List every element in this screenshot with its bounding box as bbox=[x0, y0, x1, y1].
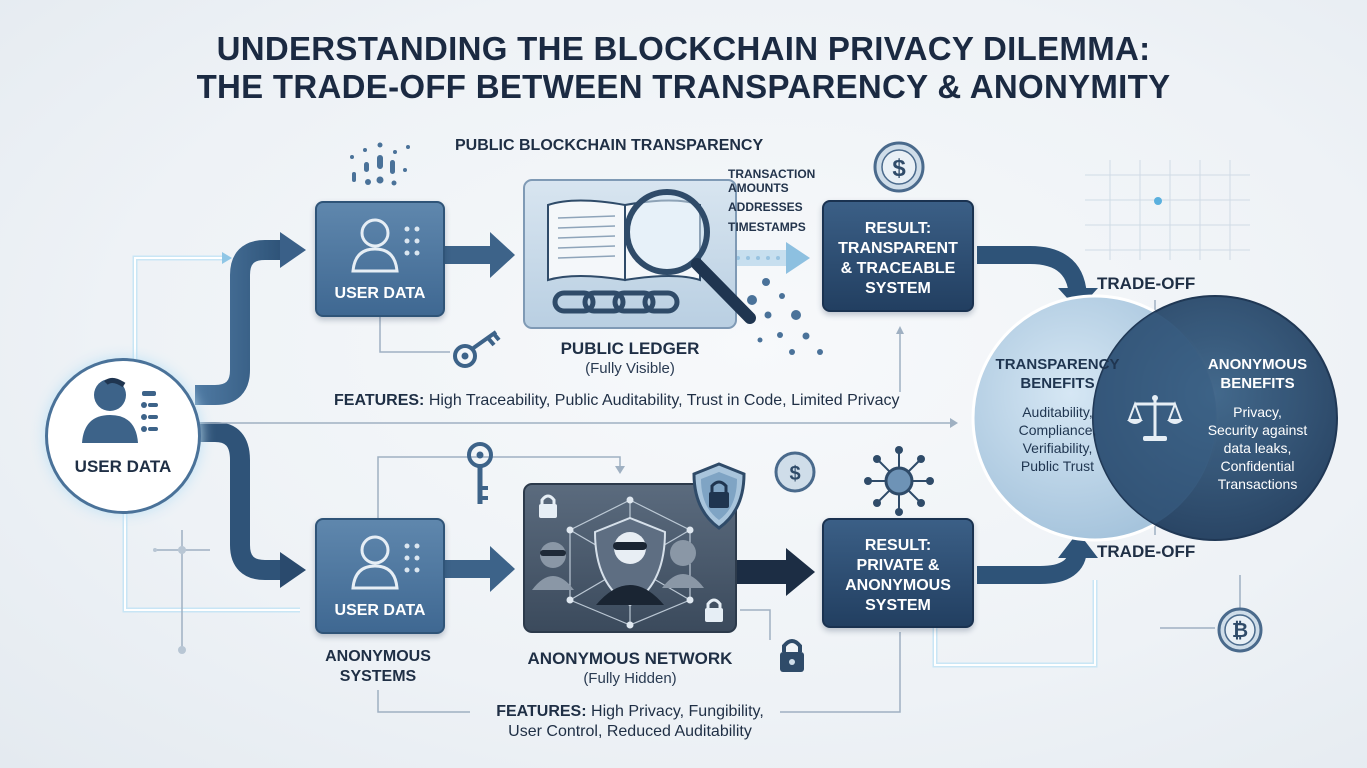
top-result-line-3: & TRACEABLE bbox=[840, 260, 956, 277]
page-title: UNDERSTANDING THE BLOCKCHAIN PRIVACY DIL… bbox=[0, 30, 1367, 106]
bottom-result-box: RESULT: PRIVATE & ANONYMOUS SYSTEM bbox=[822, 518, 974, 628]
tradeoff-venn bbox=[971, 294, 1338, 542]
public-ledger-subtitle: (Fully Visible) bbox=[585, 360, 675, 377]
top-result-line-1: RESULT: bbox=[864, 220, 932, 237]
svg-text:$: $ bbox=[789, 463, 800, 485]
anonymous-benefit-item: Transactions bbox=[1217, 476, 1298, 492]
svg-text:$: $ bbox=[892, 155, 906, 182]
user-data-source: USER DATA bbox=[45, 358, 201, 514]
tradeoff-label-top: TRADE-OFF bbox=[1097, 274, 1196, 293]
top-result-line-4: SYSTEM bbox=[865, 280, 931, 297]
transparency-benefit-item: Compliance, bbox=[1018, 422, 1097, 438]
anonymous-section-title-2: SYSTEMS bbox=[339, 668, 417, 685]
bottom-features-label: FEATURES: bbox=[496, 703, 587, 720]
tradeoff-label-bottom: TRADE-OFF bbox=[1097, 542, 1196, 561]
svg-text:₿: ₿ bbox=[1232, 620, 1248, 642]
bottom-user-data-label: USER DATA bbox=[334, 602, 426, 619]
ledger-item-amounts: AMOUNTS bbox=[728, 181, 789, 195]
anonymous-benefits-title-1: ANONYMOUS bbox=[1207, 356, 1308, 373]
anonymous-benefits: ANONYMOUS BENEFITS Privacy, Security aga… bbox=[1185, 355, 1330, 493]
top-features-text: High Traceability, Public Auditability, … bbox=[424, 392, 900, 409]
top-result-line-2: TRANSPARENT bbox=[838, 240, 958, 257]
public-section-title: PUBLIC BLOCKCHAIN TRANSPARENCY bbox=[455, 137, 764, 154]
transparency-benefits: TRANSPARENCY BENEFITS Auditability, Comp… bbox=[985, 355, 1130, 475]
user-icon bbox=[351, 535, 420, 590]
anonymous-network-subtitle: (Fully Hidden) bbox=[583, 670, 677, 687]
user-icon bbox=[351, 218, 420, 273]
ledger-item-addresses: ADDRESSES bbox=[728, 200, 803, 214]
bottom-features-line-2: User Control, Reduced Auditability bbox=[508, 723, 752, 740]
transparency-benefits-title-1: TRANSPARENCY bbox=[995, 356, 1120, 373]
bottom-features-line-1: High Privacy, Fungibility, bbox=[586, 703, 764, 720]
title-line-1: UNDERSTANDING THE BLOCKCHAIN PRIVACY DIL… bbox=[216, 30, 1151, 67]
top-result-box: RESULT: TRANSPARENT & TRACEABLE SYSTEM bbox=[822, 200, 974, 312]
anonymous-benefit-item: Security against bbox=[1207, 422, 1308, 438]
dollar-coin-icon: $ bbox=[774, 451, 816, 493]
bottom-result-line-2: PRIVATE & bbox=[856, 557, 940, 574]
anonymous-benefit-item: data leaks, bbox=[1223, 440, 1292, 456]
network-node-icon bbox=[864, 446, 934, 516]
transparency-benefits-title-2: BENEFITS bbox=[1020, 375, 1095, 392]
decor-grid bbox=[1085, 160, 1250, 260]
ledger-item-timestamps: TIMESTAMPS bbox=[728, 220, 806, 234]
key-icon bbox=[467, 442, 493, 504]
anonymous-section-title-1: ANONYMOUS bbox=[325, 648, 431, 665]
bottom-result-line-3: ANONYMOUS bbox=[845, 577, 951, 594]
anonymous-network-title: ANONYMOUS NETWORK bbox=[527, 649, 733, 668]
padlock-icon bbox=[539, 494, 557, 518]
balance-scale-icon bbox=[1127, 395, 1183, 441]
data-dots-decor bbox=[350, 142, 410, 186]
public-ledger-panel bbox=[523, 179, 756, 329]
bottom-result-line-1: RESULT: bbox=[864, 537, 932, 554]
bottom-features: FEATURES: High Privacy, Fungibility, Use… bbox=[430, 702, 830, 742]
shield-lock-icon bbox=[692, 462, 746, 530]
top-features: FEATURES: High Traceability, Public Audi… bbox=[334, 392, 900, 410]
key-icon bbox=[453, 330, 501, 368]
anonymous-benefits-title-2: BENEFITS bbox=[1220, 375, 1295, 392]
top-user-data-box: USER DATA bbox=[315, 201, 445, 317]
anonymous-network-panel bbox=[523, 483, 737, 633]
bitcoin-coin-icon: ₿ bbox=[1217, 607, 1263, 653]
public-ledger-title: PUBLIC LEDGER bbox=[560, 339, 700, 358]
bottom-user-data-box: USER DATA bbox=[315, 518, 445, 634]
title-line-2: THE TRADE-OFF BETWEEN TRANSPARENCY & ANO… bbox=[196, 68, 1171, 105]
padlock-icon bbox=[705, 598, 723, 622]
padlock-icon bbox=[780, 639, 804, 672]
dollar-coin-icon: $ bbox=[873, 141, 925, 193]
top-user-data-label: USER DATA bbox=[334, 285, 426, 302]
anonymous-benefit-item: Confidential bbox=[1220, 458, 1295, 474]
transparency-benefit-item: Auditability, bbox=[1022, 404, 1093, 420]
ledger-item-transaction: TRANSACTION bbox=[728, 167, 816, 181]
user-icon bbox=[82, 377, 158, 443]
transparency-benefit-item: Public Trust bbox=[1020, 458, 1095, 474]
bottom-result-line-4: SYSTEM bbox=[865, 597, 931, 614]
top-features-label: FEATURES: bbox=[334, 392, 425, 409]
anonymous-benefit-item: Privacy, bbox=[1233, 404, 1282, 420]
transparency-benefit-item: Verifiability, bbox=[1022, 440, 1093, 456]
user-data-source-label: USER DATA bbox=[74, 457, 172, 476]
